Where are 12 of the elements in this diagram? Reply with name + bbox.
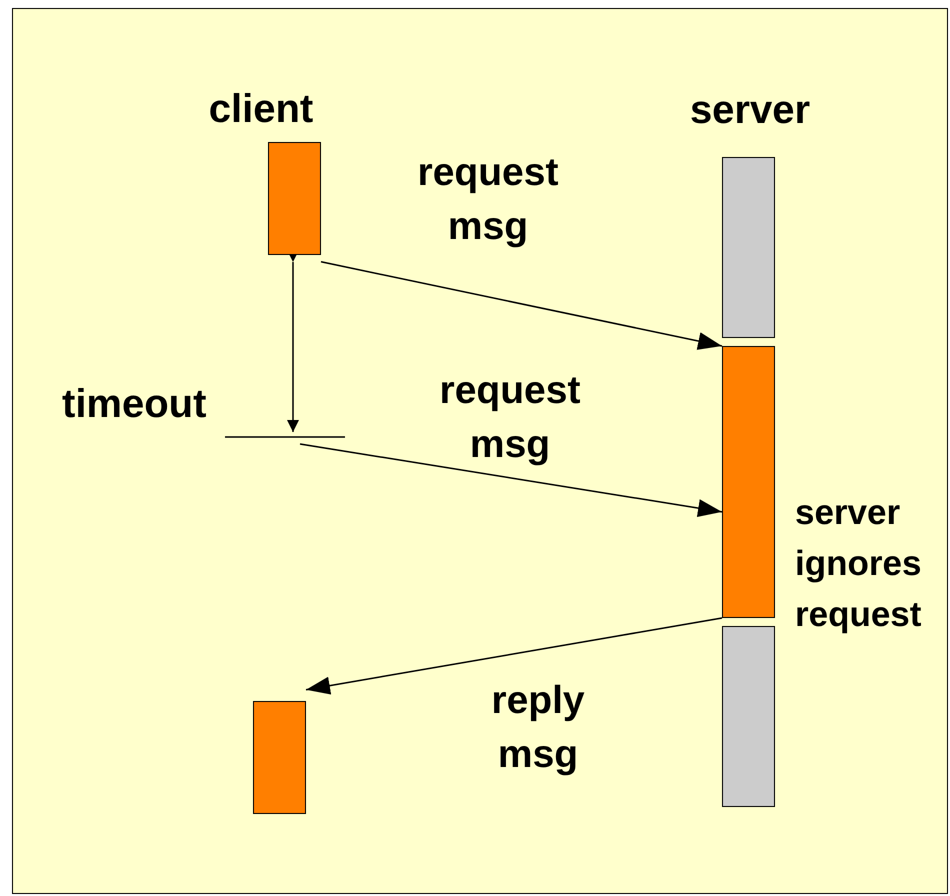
edge-label: request msg (438, 368, 582, 468)
arrow (300, 443, 722, 517)
activation-bar (722, 626, 775, 807)
lifeline-heading: server (688, 88, 812, 132)
lifeline-heading: client (208, 87, 314, 131)
note-text: server ignores request (795, 492, 922, 636)
activation-bar (253, 701, 306, 814)
arrow (320, 261, 722, 350)
arrow (306, 617, 722, 694)
edge-label: request msg (416, 150, 560, 250)
edge-label: reply msg (490, 678, 586, 778)
timeout-label: timeout (62, 381, 206, 428)
